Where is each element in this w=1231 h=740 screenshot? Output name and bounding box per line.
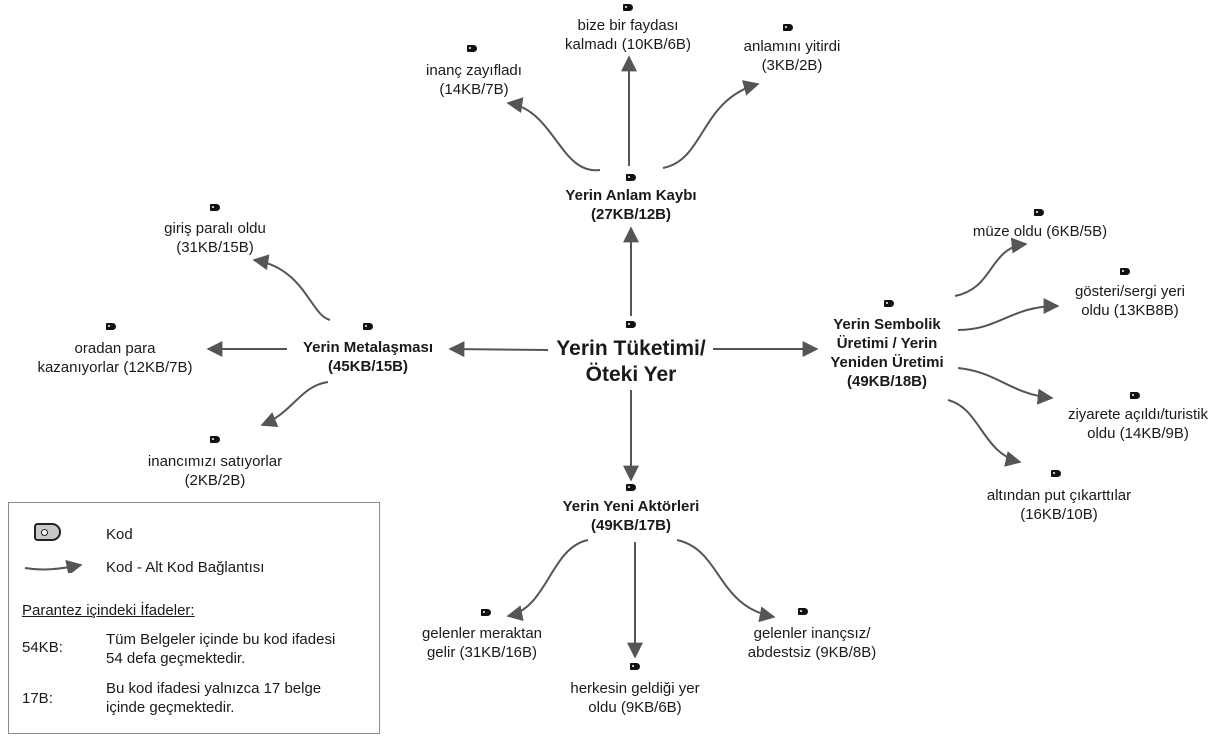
tag-icon — [630, 663, 640, 670]
subcode-label: gösteri/sergi yeri — [1074, 283, 1186, 300]
edge-meta-to-giris — [252, 254, 331, 321]
theme-label: Yeniden Üretimi — [830, 354, 944, 371]
center-line2: Öteki Yer — [585, 363, 677, 386]
subcode-label: altından put çıkarttılar — [986, 487, 1132, 504]
theme-label: Üretimi / Yerin — [836, 335, 938, 352]
tag-icon — [481, 609, 491, 616]
subcode-ziyarete: ziyarete açıldı/turistik oldu (14KB/9B) — [1048, 405, 1228, 443]
theme-yeni-aktorler: Yerin Yeni Aktörleri (49KB/17B) — [541, 497, 721, 535]
subcode-inancsiz: gelenler inançsız/ abdestsiz (9KB/8B) — [732, 624, 892, 662]
subcode-count: (14KB/7B) — [439, 81, 509, 98]
tag-icon — [106, 323, 116, 330]
theme-anlam-kaybi: Yerin Anlam Kaybı (27KB/12B) — [541, 186, 721, 224]
legend-baglanti-label: Kod - Alt Kod Bağlantısı — [106, 559, 265, 576]
edge-center-to-metalasmasi — [448, 341, 549, 358]
subcode-muze: müze oldu (6KB/5B) — [960, 222, 1120, 241]
legend-b-key: 17B: — [22, 690, 53, 707]
edge-anlam-to-inanc-zayif — [506, 97, 601, 172]
subcode-count: abdestsiz (9KB/8B) — [747, 644, 877, 661]
tag-icon — [1034, 209, 1044, 216]
subcode-count: oldu (9KB/6B) — [588, 699, 682, 716]
tag-icon — [467, 45, 477, 52]
theme-count: (27KB/12B) — [590, 206, 672, 223]
subcode-label: giriş paralı oldu — [164, 220, 266, 237]
subcode-count: (31KB/15B) — [176, 239, 254, 256]
subcode-count: kazanıyorlar (12KB/7B) — [37, 359, 193, 376]
tag-icon — [626, 321, 636, 328]
tag-icon — [210, 204, 220, 211]
tag-icon — [783, 24, 793, 31]
edge-akt-to-meraktan — [506, 539, 589, 621]
subcode-inanc-zayif: inanç zayıfladı (14KB/7B) — [404, 61, 544, 99]
subcode-count: (16KB/10B) — [1020, 506, 1098, 523]
tag-icon — [626, 484, 636, 491]
tag-icon — [34, 523, 61, 541]
subcode-count: oldu (14KB/9B) — [1087, 425, 1189, 442]
subcode-meraktan: gelenler meraktan gelir (31KB/16B) — [397, 624, 567, 662]
legend-kb-desc2: 54 defa geçmektedir. — [106, 650, 246, 667]
legend-box: Kod Kod - Alt Kod Bağlantısı Parantez iç… — [8, 502, 380, 734]
subcode-count: (2KB/2B) — [184, 472, 246, 489]
theme-label: Yerin Yeni Aktörleri — [562, 498, 700, 515]
subcode-label: bize bir faydası — [577, 17, 679, 34]
tag-icon — [623, 4, 633, 11]
subcode-count: kalmadı (10KB/6B) — [565, 36, 691, 53]
theme-count: (49KB/17B) — [590, 517, 672, 534]
subcode-label: inanç zayıfladı — [426, 62, 522, 79]
edge-semb-to-ziyarete — [957, 367, 1054, 405]
subcode-label: herkesin geldiği yer — [570, 680, 700, 697]
edge-semb-to-muze — [954, 237, 1028, 297]
subcode-label: anlamını yitirdi — [743, 38, 841, 55]
edge-semb-to-altindan — [947, 399, 1022, 467]
theme-label: Yerin Metalaşması — [302, 339, 434, 356]
subcode-anlamini: anlamını yitirdi (3KB/2B) — [722, 37, 862, 75]
legend-kod-label: Kod — [106, 526, 133, 543]
legend-kb-desc1: Tüm Belgeler içinde bu kod ifadesi — [106, 631, 336, 648]
tag-icon — [363, 323, 373, 330]
theme-count: (49KB/18B) — [846, 373, 928, 390]
center-node: Yerin Tüketimi/ Öteki Yer — [531, 336, 731, 388]
subcode-inancimizi: inancımızı satıyorlar (2KB/2B) — [125, 452, 305, 490]
tag-icon — [798, 608, 808, 615]
edge-anlam-to-anlamini — [662, 80, 760, 169]
subcode-count: oldu (13KB8B) — [1081, 302, 1179, 319]
tag-icon — [1130, 392, 1140, 399]
legend-b-desc1: Bu kod ifadesi yalnızca 17 belge — [106, 680, 322, 697]
subcode-oradan-para: oradan para kazanıyorlar (12KB/7B) — [20, 339, 210, 377]
subcode-gosteri: gösteri/sergi yeri oldu (13KB8B) — [1055, 282, 1205, 320]
theme-sembolik: Yerin Sembolik Üretimi / Yerin Yeniden Ü… — [812, 315, 962, 391]
tag-icon — [626, 174, 636, 181]
edge-meta-to-inancimizi — [260, 381, 329, 427]
subcode-giris-parali: giriş paralı oldu (31KB/15B) — [140, 219, 290, 257]
edge-akt-to-inancsiz — [676, 539, 776, 623]
legend-kb-key: 54KB: — [22, 639, 63, 656]
legend-heading: Parantez içindeki İfadeler: — [22, 602, 195, 619]
subcode-altindan: altından put çıkarttılar (16KB/10B) — [964, 486, 1154, 524]
theme-count: (45KB/15B) — [327, 358, 409, 375]
subcode-label: gelenler inançsız/ — [753, 625, 871, 642]
arrow-icon — [24, 559, 83, 573]
theme-label: Yerin Anlam Kaybı — [565, 187, 697, 204]
subcode-label: ziyarete açıldı/turistik — [1067, 406, 1209, 423]
tag-icon — [210, 436, 220, 443]
center-line1: Yerin Tüketimi/ — [556, 337, 706, 360]
subcode-herkesin: herkesin geldiği yer oldu (9KB/6B) — [545, 679, 725, 717]
legend-b-desc2: içinde geçmektedir. — [106, 699, 235, 716]
subcode-label: inancımızı satıyorlar — [147, 453, 283, 470]
tag-icon — [1051, 470, 1061, 477]
tag-icon — [1120, 268, 1130, 275]
edge-semb-to-gosteri — [957, 298, 1060, 331]
theme-metalasmasi: Yerin Metalaşması (45KB/15B) — [283, 338, 453, 376]
subcode-label: gelenler meraktan — [421, 625, 543, 642]
tag-icon — [884, 300, 894, 307]
subcode-label: oradan para — [74, 340, 156, 357]
subcode-label: müze oldu (6KB/5B) — [972, 223, 1108, 240]
subcode-count: gelir (31KB/16B) — [426, 644, 538, 661]
subcode-count: (3KB/2B) — [761, 57, 823, 74]
subcode-bize-bir: bize bir faydası kalmadı (10KB/6B) — [538, 16, 718, 54]
theme-label: Yerin Sembolik — [833, 316, 941, 333]
